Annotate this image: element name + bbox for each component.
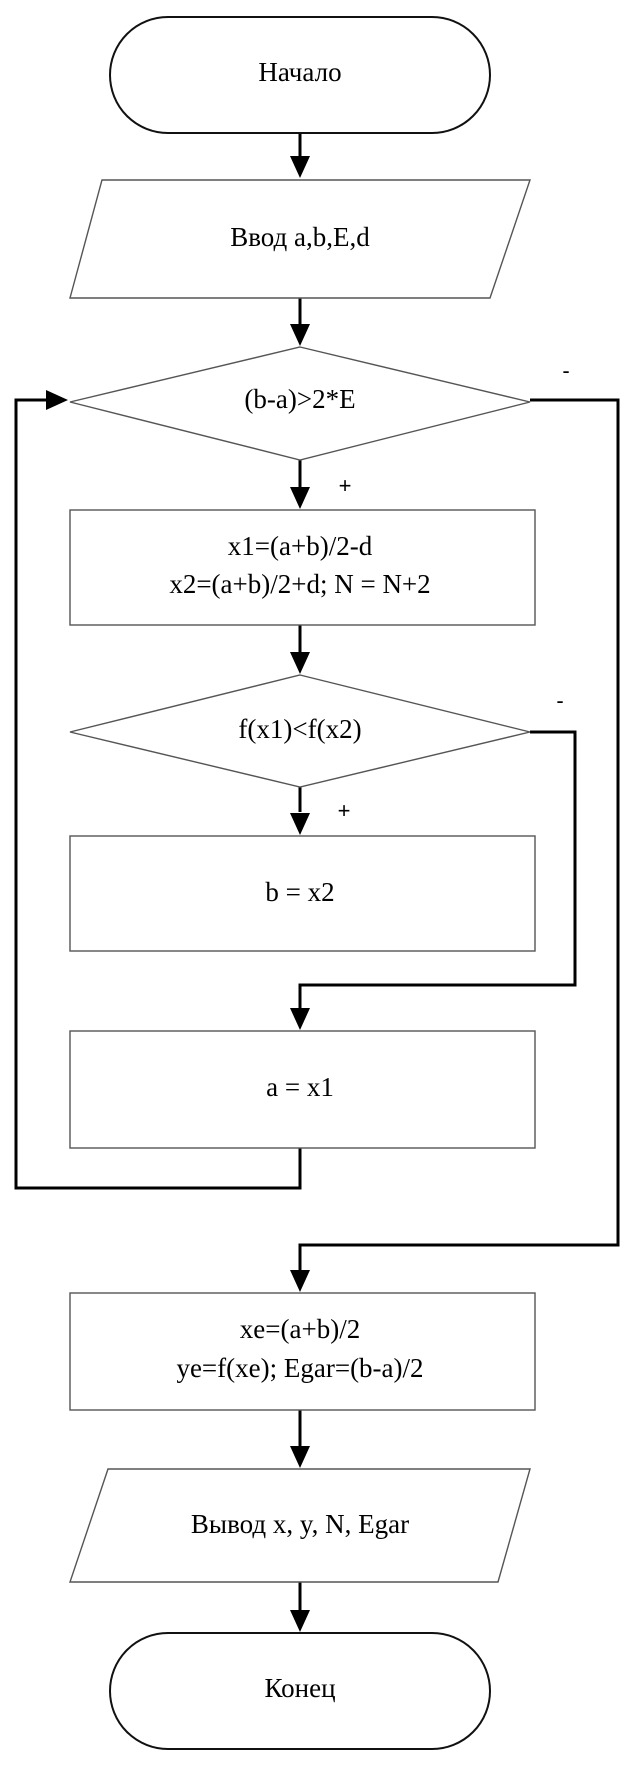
arrowhead-right-icon [46,390,68,410]
arrowhead-down-icon [290,1008,310,1030]
connector-loop-no [298,398,620,1270]
arrowhead-down-icon [290,487,310,509]
loop-condition-label: (b-a)>2*E [244,384,355,414]
assign-b-label: b = x2 [265,877,334,907]
loop-condition-decision: (b-a)>2*E [69,346,531,461]
compute-process: x1=(a+b)/2-d x2=(a+b)/2+d; N = N+2 [69,509,536,626]
arrowhead-down-icon [290,156,310,178]
connector-loop-back [14,398,302,1190]
compare-no-sign: - [556,688,563,713]
arrowhead-down-icon [290,1610,310,1632]
result-line1: xe=(a+b)/2 [240,1314,360,1344]
output-block: Вывод x, y, N, Egar [69,1468,531,1583]
end-terminal: Конец [109,1632,491,1750]
compute-line1: x1=(a+b)/2-d [228,531,373,561]
arrowheads [46,156,310,1632]
arrowhead-down-icon [290,1270,310,1292]
result-line2: ye=f(xe); Egar=(b-a)/2 [176,1353,423,1383]
loop-no-sign: - [562,358,569,383]
arrowhead-down-icon [290,652,310,674]
input-label: Ввод a,b,E,d [230,222,370,252]
assign-b-process: b = x2 [69,835,536,952]
arrowhead-down-icon [290,813,310,835]
start-terminal: Начало [109,16,491,134]
end-label: Конец [264,1673,335,1703]
assign-a-process: a = x1 [69,1030,536,1149]
result-process: xe=(a+b)/2 ye=f(xe); Egar=(b-a)/2 [69,1292,536,1411]
output-label: Вывод x, y, N, Egar [191,1509,409,1539]
assign-a-label: a = x1 [266,1072,334,1102]
loop-yes-sign: + [339,473,352,498]
arrowhead-down-icon [290,324,310,346]
start-label: Начало [258,57,341,87]
connectors [14,133,620,1612]
compare-yes-sign: + [338,798,351,823]
arrowhead-down-icon [290,1446,310,1468]
connector-compare-no [298,730,577,1010]
compute-line2: x2=(a+b)/2+d; N = N+2 [169,569,430,599]
compare-condition-label: f(x1)<f(x2) [238,714,361,744]
compare-decision: f(x1)<f(x2) [69,674,531,788]
input-block: Ввод a,b,E,d [69,179,531,299]
